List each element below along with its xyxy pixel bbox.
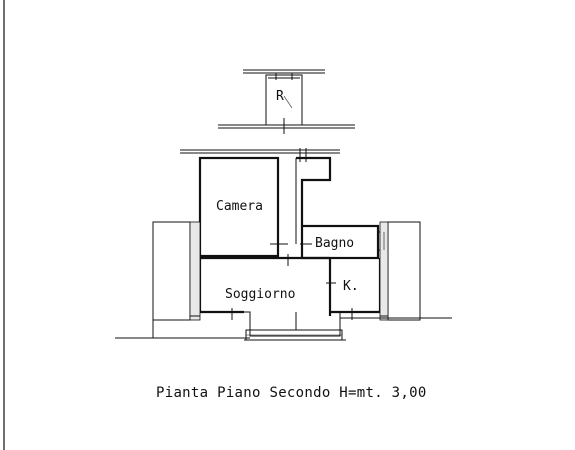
room-label-soggiorno: Soggiorno [225, 287, 295, 302]
room-label-ripostiglio: R [276, 89, 284, 104]
room-label-camera: Camera [216, 199, 263, 214]
room-label-cucina: K. [343, 279, 359, 294]
storage-room-block [218, 69, 355, 134]
neighbour-walls [115, 221, 452, 339]
room-label-bagno: Bagno [315, 236, 354, 251]
plan-caption: Pianta Piano Secondo H=mt. 3,00 [156, 385, 427, 401]
apartment-walls [180, 148, 384, 341]
